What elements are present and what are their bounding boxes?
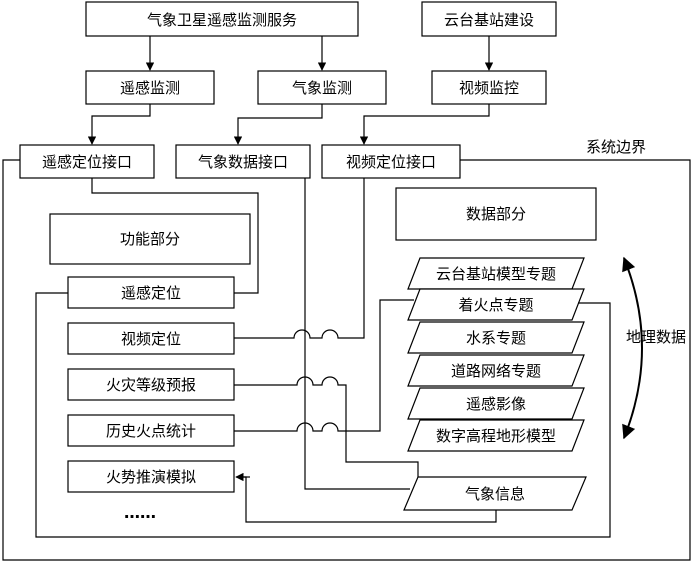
data-layer-dem: 数字高程地形模型	[407, 419, 585, 452]
function-part-box: 功能部分	[49, 213, 251, 265]
video-monitoring-label: 视频监控	[459, 79, 519, 97]
video-locating-interface-label: 视频定位接口	[346, 153, 436, 171]
arrow-weather-to-interface	[233, 104, 323, 145]
remote-sensing-monitoring-label: 遥感监测	[120, 79, 180, 97]
data-layer-label: 云台基站模型专题	[436, 265, 556, 283]
line-rs-interface-to-rs-locating	[91, 178, 259, 294]
ptz-base-station-construction-label: 云台基站建设	[444, 11, 534, 29]
function-item-history-fire-stats: 历史火点统计	[67, 414, 235, 447]
line-weather-interface-to-weather-info	[304, 178, 410, 490]
function-item-label: 视频定位	[121, 330, 181, 348]
function-item-fire-level-forecast: 火灾等级预报	[67, 368, 235, 401]
function-item-video-locating: 视频定位	[67, 322, 235, 355]
data-layer-road-network: 道路网络专题	[407, 354, 585, 387]
weather-satellite-service-box: 气象卫星遥感监测服务	[85, 1, 359, 37]
video-locating-interface-box: 视频定位接口	[321, 144, 461, 179]
system-boundary-label: 系统边界	[586, 138, 646, 156]
function-item-fire-spread-simulation: 火势推演模拟	[67, 460, 235, 493]
arrow-rs-to-interface	[87, 104, 151, 145]
video-monitoring-box: 视频监控	[431, 70, 547, 105]
system-boundary	[2, 159, 691, 561]
function-item-label: 历史火点统计	[106, 422, 196, 440]
function-item-label: 遥感定位	[121, 284, 181, 302]
function-item-rs-locating: 遥感定位	[67, 276, 235, 309]
geo-data-arrow	[622, 256, 643, 440]
remote-sensing-monitoring-box: 遥感监测	[85, 70, 215, 105]
data-layer-label: 水系专题	[466, 329, 526, 347]
function-part-title: 功能部分	[120, 230, 180, 248]
ptz-base-station-construction-box: 云台基站建设	[421, 1, 557, 37]
data-layer-label: 遥感影像	[466, 395, 526, 413]
weather-data-interface-label: 气象数据接口	[198, 153, 288, 171]
function-ellipsis: ……	[124, 503, 156, 522]
line-forecast-to-weather-info	[234, 376, 419, 477]
data-part-box: 数据部分	[395, 187, 597, 241]
geo-data-label: 地理数据	[626, 328, 686, 346]
line-video-interface-to-video-locating	[234, 178, 365, 339]
line-fire-points-loop-to-rs-locating	[35, 292, 611, 538]
data-layer-label: 着火点专题	[458, 296, 533, 314]
weather-monitoring-label: 气象监测	[292, 79, 352, 97]
data-layer-label: 道路网络专题	[451, 362, 541, 380]
weather-info-box: 气象信息	[403, 476, 587, 511]
function-item-label: 火势推演模拟	[106, 468, 196, 486]
data-layer-label: 数字高程地形模型	[436, 427, 556, 445]
remote-sensing-locating-interface-label: 遥感定位接口	[42, 153, 132, 171]
line-history-stats-to-fire-points	[234, 299, 414, 432]
data-layer-rs-image: 遥感影像	[407, 387, 585, 420]
data-layer-ptz-model: 云台基站模型专题	[407, 257, 585, 290]
remote-sensing-locating-interface-box: 遥感定位接口	[19, 144, 155, 179]
weather-info-label: 气象信息	[465, 485, 525, 503]
data-layer-fire-points: 着火点专题	[407, 288, 585, 321]
weather-monitoring-box: 气象监测	[257, 70, 387, 105]
data-layer-water-system: 水系专题	[407, 321, 585, 354]
weather-satellite-service-label: 气象卫星遥感监测服务	[147, 11, 297, 29]
weather-data-interface-box: 气象数据接口	[175, 144, 311, 179]
arrow-video-to-interface	[359, 104, 490, 145]
data-part-title: 数据部分	[466, 205, 526, 223]
function-item-label: 火灾等级预报	[106, 376, 196, 394]
